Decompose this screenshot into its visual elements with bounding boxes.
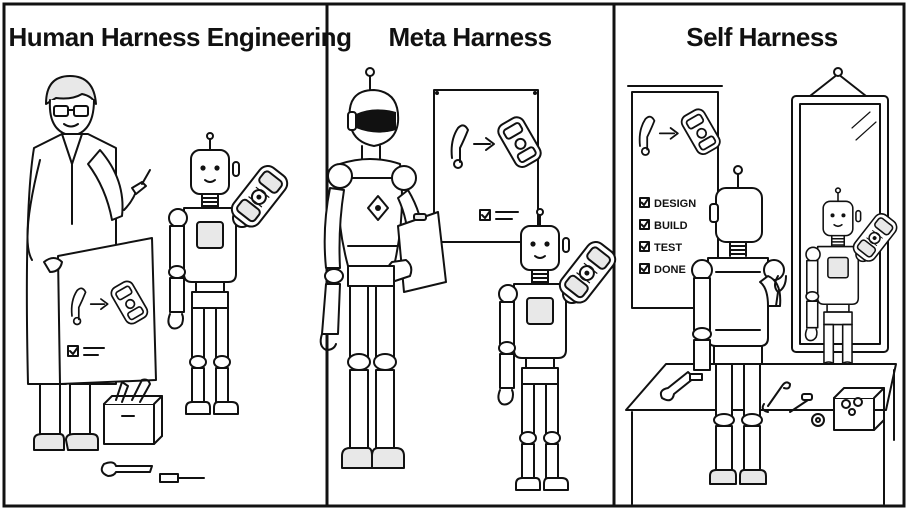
panel-title-meta-harness: Meta Harness: [388, 22, 551, 52]
checklist-item: TEST: [654, 242, 682, 254]
panel-meta-harness: Meta Harness: [319, 22, 621, 491]
checklist-item: DONE: [654, 264, 686, 276]
panel-human-harness: Human Harness Engineering: [9, 22, 352, 483]
checklist-item: DESIGN: [654, 198, 696, 210]
robot-panel-2: [497, 208, 621, 491]
robot-from-behind: [691, 165, 787, 485]
toolbox-illustration: [103, 378, 163, 445]
checklist: DESIGN BUILD TEST DONE: [639, 197, 696, 276]
mirror-illustration: [791, 67, 901, 409]
panel-title-human-harness: Human Harness Engineering: [9, 22, 352, 52]
meta-robot-illustration: [319, 67, 447, 469]
checklist-item: BUILD: [654, 220, 688, 232]
panel-title-self-harness: Self Harness: [686, 22, 838, 52]
floor-tools: [100, 461, 205, 483]
robot-panel-1: [167, 132, 293, 415]
wall-blueprint: [433, 89, 545, 243]
panel-self-harness: Self Harness DESIGN BUILD TEST: [625, 22, 901, 505]
blueprint-board: [43, 237, 157, 385]
